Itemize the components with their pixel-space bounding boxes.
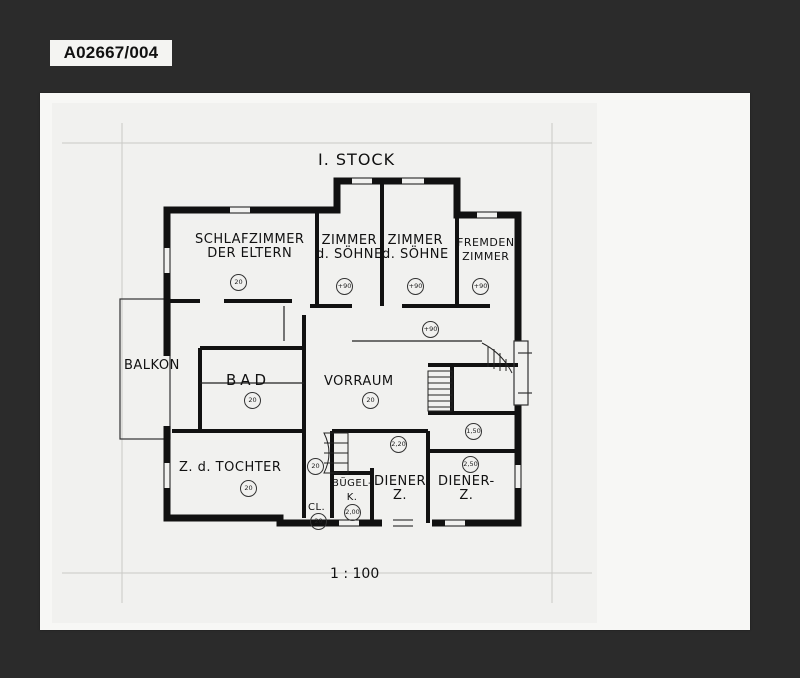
- archive-id-label: A02667/004: [50, 40, 172, 66]
- plan-scale: 1 : 100: [330, 566, 380, 582]
- area-mark-bad: 20: [244, 392, 261, 409]
- room-label-bad: BAD: [226, 371, 271, 389]
- area-mark-zimmer-soehne-1: +90: [336, 278, 353, 295]
- room-label-cl: CL.: [308, 502, 326, 513]
- room-label-diener-2: DIENER- Z.: [438, 474, 495, 503]
- area-mark-buegel: 2,00: [344, 504, 361, 521]
- area-mark-cl: 20: [310, 513, 327, 530]
- room-label-diener-1: DIENER Z.: [374, 474, 427, 503]
- area-mark-landing: 1,50: [465, 423, 482, 440]
- room-label-balkon: BALKON: [124, 358, 180, 373]
- area-mark-hall-small: 20: [307, 458, 324, 475]
- area-mark-zimmer-soehne-2: +90: [407, 278, 424, 295]
- floor-plan-drawing: I. STOCK SCHLAFZIMMER DER ELTERN 20 ZIMM…: [52, 103, 597, 623]
- area-mark-corridor: +90: [422, 321, 439, 338]
- room-label-zimmer-soehne-1: ZIMMER d. SÖHNE: [316, 233, 383, 262]
- area-mark-fremdenzimmer: +90: [472, 278, 489, 295]
- area-mark-tochter: 20: [240, 480, 257, 497]
- plan-title: I. STOCK: [318, 150, 396, 169]
- room-label-schlafzimmer: SCHLAFZIMMER DER ELTERN: [195, 232, 305, 261]
- room-label-zimmer-soehne-2: ZIMMER d. SÖHNE: [382, 233, 449, 262]
- area-mark-schlafzimmer: 20: [230, 274, 247, 291]
- area-mark-vorraum: 20: [362, 392, 379, 409]
- room-label-vorraum: VORRAUM: [324, 374, 394, 389]
- area-mark-diener-1: 2,20: [390, 436, 407, 453]
- room-label-tochter: Z. d. TOCHTER: [179, 460, 282, 475]
- photo-print: I. STOCK SCHLAFZIMMER DER ELTERN 20 ZIMM…: [40, 93, 750, 630]
- room-label-buegel: BÜGEL- K.: [332, 478, 373, 503]
- area-mark-diener-2: 2,50: [462, 456, 479, 473]
- room-label-fremdenzimmer: FREMDEN ZIMMER: [457, 236, 515, 263]
- floor-plan-walls: [62, 123, 592, 603]
